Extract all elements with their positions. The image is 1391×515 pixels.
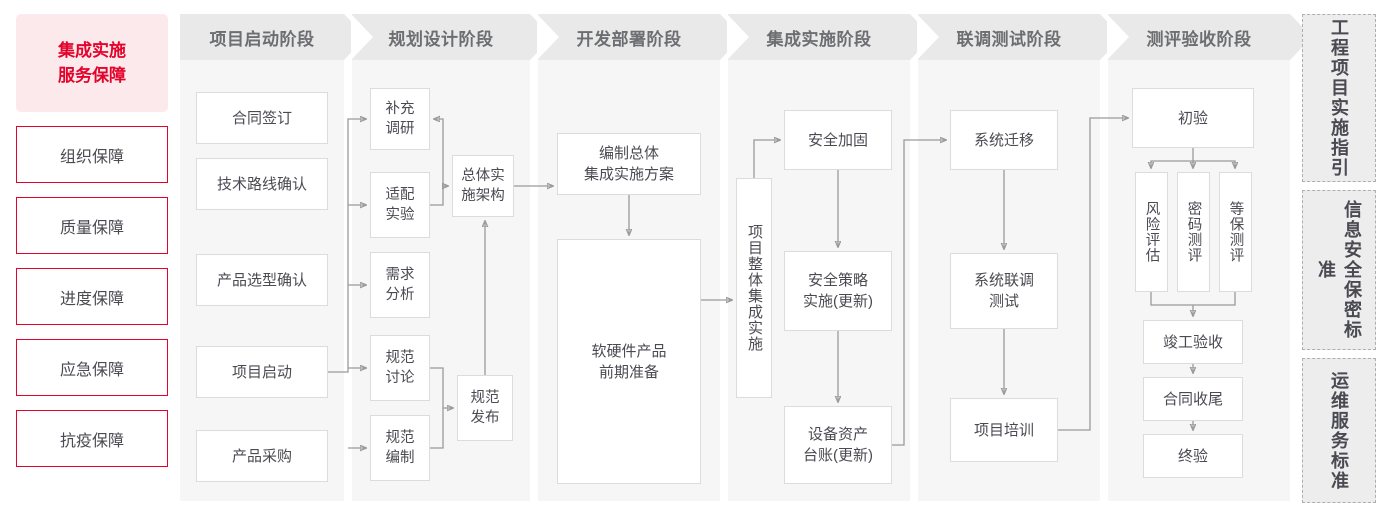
node-text-line-2: 调研 bbox=[385, 121, 415, 137]
node-text-line-1: 总体实 bbox=[461, 168, 505, 184]
node-text-line-2: 发布 bbox=[470, 410, 500, 426]
node-risk-assessment[interactable]: 风险评估 bbox=[1135, 172, 1168, 292]
node-equipment-asset-ledger[interactable]: 设备资产台账(更新) bbox=[784, 406, 892, 484]
node-security-policy-implementation[interactable]: 安全策略实施(更新) bbox=[784, 251, 892, 331]
rail-item-quality[interactable]: 质量保障 bbox=[16, 197, 168, 254]
node-text-line-2: 施架构 bbox=[461, 188, 505, 204]
node-text-line-2: 实验 bbox=[385, 207, 415, 223]
node-standard-discussion[interactable]: 规范讨论 bbox=[370, 335, 430, 401]
node-text-line-1: 系统联调 bbox=[973, 272, 1034, 289]
node-overall-implementation-architecture[interactable]: 总体实施架构 bbox=[452, 155, 514, 217]
node-text-line-1: 编制总体 bbox=[598, 145, 659, 162]
node-classified-protection-evaluation[interactable]: 等保测评 bbox=[1219, 172, 1252, 292]
node-text-line-1: 需求 bbox=[385, 267, 415, 283]
left-rail-title: 集成实施 服务保障 bbox=[16, 14, 168, 112]
node-preliminary-acceptance[interactable]: 初验 bbox=[1132, 88, 1254, 148]
node-text-line-2: 前期准备 bbox=[598, 363, 659, 381]
node-project-training[interactable]: 项目培训 bbox=[950, 398, 1058, 462]
node-overall-project-integration[interactable]: 项目整体集成实施 bbox=[736, 178, 772, 398]
standard-operation-maintenance-service[interactable]: 运维服务标准 bbox=[1302, 358, 1376, 503]
node-text-line-1: 规范 bbox=[470, 390, 500, 406]
node-contract-closeout[interactable]: 合同收尾 bbox=[1143, 377, 1243, 421]
node-system-joint-debug-test[interactable]: 系统联调测试 bbox=[950, 253, 1058, 329]
node-text-line-1: 设备资产 bbox=[807, 426, 868, 443]
phase-header-integration-implementation[interactable]: 集成实施阶段 bbox=[727, 14, 932, 60]
node-text-line-2: 分析 bbox=[385, 287, 415, 303]
node-standard-release[interactable]: 规范发布 bbox=[457, 375, 513, 441]
node-standard-drafting[interactable]: 规范编制 bbox=[370, 415, 430, 481]
standard-label: 运维服务标准 bbox=[1329, 370, 1349, 491]
node-text-line-2: 集成实施方案 bbox=[583, 166, 674, 183]
node-security-hardening[interactable]: 安全加固 bbox=[784, 110, 892, 170]
node-text-line-2: 测试 bbox=[988, 293, 1019, 310]
rail-item-emergency[interactable]: 应急保障 bbox=[16, 339, 168, 396]
phase-header-dev-deploy[interactable]: 开发部署阶段 bbox=[537, 14, 742, 60]
phase-header-evaluation-acceptance[interactable]: 测评验收阶段 bbox=[1107, 14, 1312, 60]
node-draft-overall-integration-plan[interactable]: 编制总体集成实施方案 bbox=[557, 133, 701, 195]
rail-item-epidemic[interactable]: 抗疫保障 bbox=[16, 410, 168, 467]
standard-label: 信息安全保密标准 bbox=[1316, 200, 1362, 340]
node-text-line-1: 规范 bbox=[385, 350, 415, 366]
node-text-line-1: 适配 bbox=[385, 187, 415, 203]
node-project-kickoff[interactable]: 项目启动 bbox=[196, 346, 328, 398]
node-text-line-2: 编制 bbox=[385, 450, 415, 466]
left-rail: 集成实施 服务保障 组织保障 质量保障 进度保障 应急保障 抗疫保障 bbox=[16, 14, 168, 467]
node-final-acceptance[interactable]: 终验 bbox=[1143, 434, 1243, 478]
standard-engineering-project-guide[interactable]: 工程项目实施指引 bbox=[1302, 14, 1376, 182]
node-text-line-2: 实施(更新) bbox=[803, 293, 873, 310]
phase-header-joint-testing[interactable]: 联调测试阶段 bbox=[917, 14, 1122, 60]
node-supplementary-research[interactable]: 补充调研 bbox=[370, 88, 430, 150]
node-text-line-2: 讨论 bbox=[385, 370, 415, 386]
node-adaptation-experiment[interactable]: 适配实验 bbox=[370, 172, 430, 238]
node-tech-route-confirm[interactable]: 技术路线确认 bbox=[196, 158, 328, 210]
phase-header-planning-design[interactable]: 规划设计阶段 bbox=[351, 14, 552, 60]
node-system-migration[interactable]: 系统迁移 bbox=[950, 110, 1058, 170]
node-completion-acceptance[interactable]: 竣工验收 bbox=[1143, 320, 1243, 364]
standard-label: 工程项目实施指引 bbox=[1329, 18, 1349, 178]
rail-item-schedule[interactable]: 进度保障 bbox=[16, 268, 168, 325]
node-requirement-analysis[interactable]: 需求分析 bbox=[370, 252, 430, 318]
rail-item-organization[interactable]: 组织保障 bbox=[16, 126, 168, 183]
phase-header-project-start[interactable]: 项目启动阶段 bbox=[180, 14, 366, 60]
node-text-line-1: 安全策略 bbox=[807, 272, 868, 289]
node-product-procurement[interactable]: 产品采购 bbox=[196, 430, 328, 482]
node-cryptography-evaluation[interactable]: 密码测评 bbox=[1177, 172, 1210, 292]
node-contract-signing[interactable]: 合同签订 bbox=[196, 92, 328, 144]
node-text-line-1: 补充 bbox=[385, 101, 415, 117]
node-text-line-1: 软硬件产品 bbox=[591, 342, 667, 360]
node-text-line-2: 台账(更新) bbox=[803, 447, 873, 464]
node-product-selection-confirm[interactable]: 产品选型确认 bbox=[196, 254, 328, 306]
left-rail-title-line-1: 集成实施 bbox=[58, 41, 126, 60]
node-hardware-software-preparation[interactable]: 软硬件产品前期准备 bbox=[557, 239, 701, 484]
node-text-line-1: 规范 bbox=[385, 430, 415, 446]
left-rail-title-line-2: 服务保障 bbox=[58, 66, 126, 85]
standard-information-security-confidentiality[interactable]: 信息安全保密标准 bbox=[1302, 190, 1376, 350]
